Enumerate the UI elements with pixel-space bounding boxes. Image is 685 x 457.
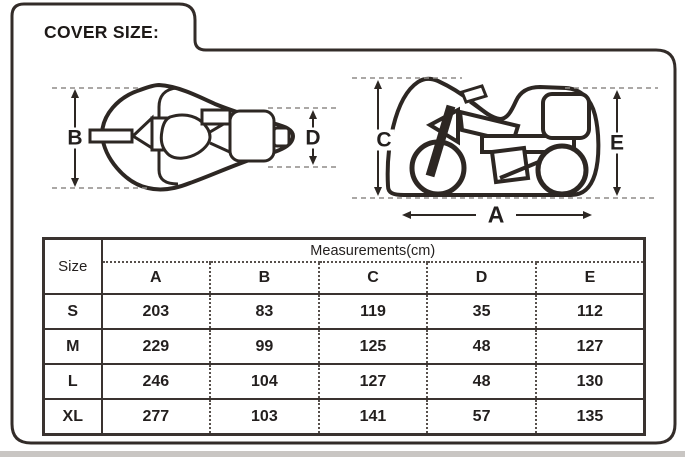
column-header-c: C xyxy=(317,261,428,294)
seat-top xyxy=(228,109,276,163)
value-cell: 119 xyxy=(317,293,428,329)
value-cell: 246 xyxy=(101,363,211,399)
table-row-s: S 203 83 119 35 112 xyxy=(43,293,645,329)
handlebar-side xyxy=(469,100,489,117)
label-b: B xyxy=(64,127,86,149)
value-cell: 83 xyxy=(209,293,319,329)
value-cell: 99 xyxy=(209,328,319,364)
size-cell: S xyxy=(43,293,103,329)
motorcycle-side-view xyxy=(409,84,591,197)
side-view-diagram xyxy=(352,76,658,219)
top-view-diagram xyxy=(52,82,336,192)
value-cell: 141 xyxy=(317,398,428,435)
table-row-m: M 229 99 125 48 127 xyxy=(43,328,645,364)
column-header-a: A xyxy=(101,261,211,294)
value-cell: 127 xyxy=(534,328,645,364)
column-header-b: B xyxy=(209,261,319,294)
mirror xyxy=(459,84,489,104)
label-d: D xyxy=(302,127,324,149)
table-column-row: A B C D E xyxy=(44,261,645,294)
value-cell: 104 xyxy=(209,363,319,399)
measurements-header: Measurements(cm) xyxy=(310,242,436,259)
value-cell: 48 xyxy=(426,328,536,364)
label-c: C xyxy=(373,129,395,151)
rear-box xyxy=(541,92,591,140)
size-cell: L xyxy=(43,363,103,399)
label-e: E xyxy=(606,132,628,154)
table-header-row: Size Measurements(cm) xyxy=(43,238,645,294)
value-cell: 203 xyxy=(101,293,211,329)
size-header: Size xyxy=(43,238,103,294)
label-a: A xyxy=(484,203,508,227)
value-cell: 57 xyxy=(426,398,536,435)
value-cell: 48 xyxy=(426,363,536,399)
size-cell: XL xyxy=(43,398,103,435)
table-row-l: L 246 104 127 48 130 xyxy=(43,363,645,399)
front-wheel-top xyxy=(88,128,134,144)
value-cell: 130 xyxy=(534,363,645,399)
value-cell: 127 xyxy=(317,363,428,399)
arrow-a xyxy=(402,211,592,219)
tail-stub xyxy=(272,126,291,148)
table-row-xl: XL 277 103 141 57 135 xyxy=(43,398,645,435)
column-header-d: D xyxy=(426,261,536,294)
rear-wheel-side xyxy=(535,143,589,197)
size-cell: M xyxy=(43,328,103,364)
front-fork xyxy=(425,104,456,178)
engine xyxy=(489,145,531,185)
value-cell: 35 xyxy=(426,293,536,329)
page-edge-strip xyxy=(0,451,685,457)
rear-tank-box xyxy=(200,108,232,126)
waist-line-bottom xyxy=(209,141,233,155)
value-cell: 125 xyxy=(317,328,428,364)
value-cell: 112 xyxy=(534,293,645,329)
measurements-table: Size Measurements(cm) A B C D E S 203 83… xyxy=(42,237,646,436)
motorcycle-top-view xyxy=(88,86,291,186)
value-cell: 103 xyxy=(209,398,319,435)
value-cell: 277 xyxy=(101,398,211,435)
value-cell: 229 xyxy=(101,328,211,364)
page-title: COVER SIZE: xyxy=(44,22,160,42)
column-header-e: E xyxy=(534,261,645,294)
value-cell: 135 xyxy=(534,398,645,435)
